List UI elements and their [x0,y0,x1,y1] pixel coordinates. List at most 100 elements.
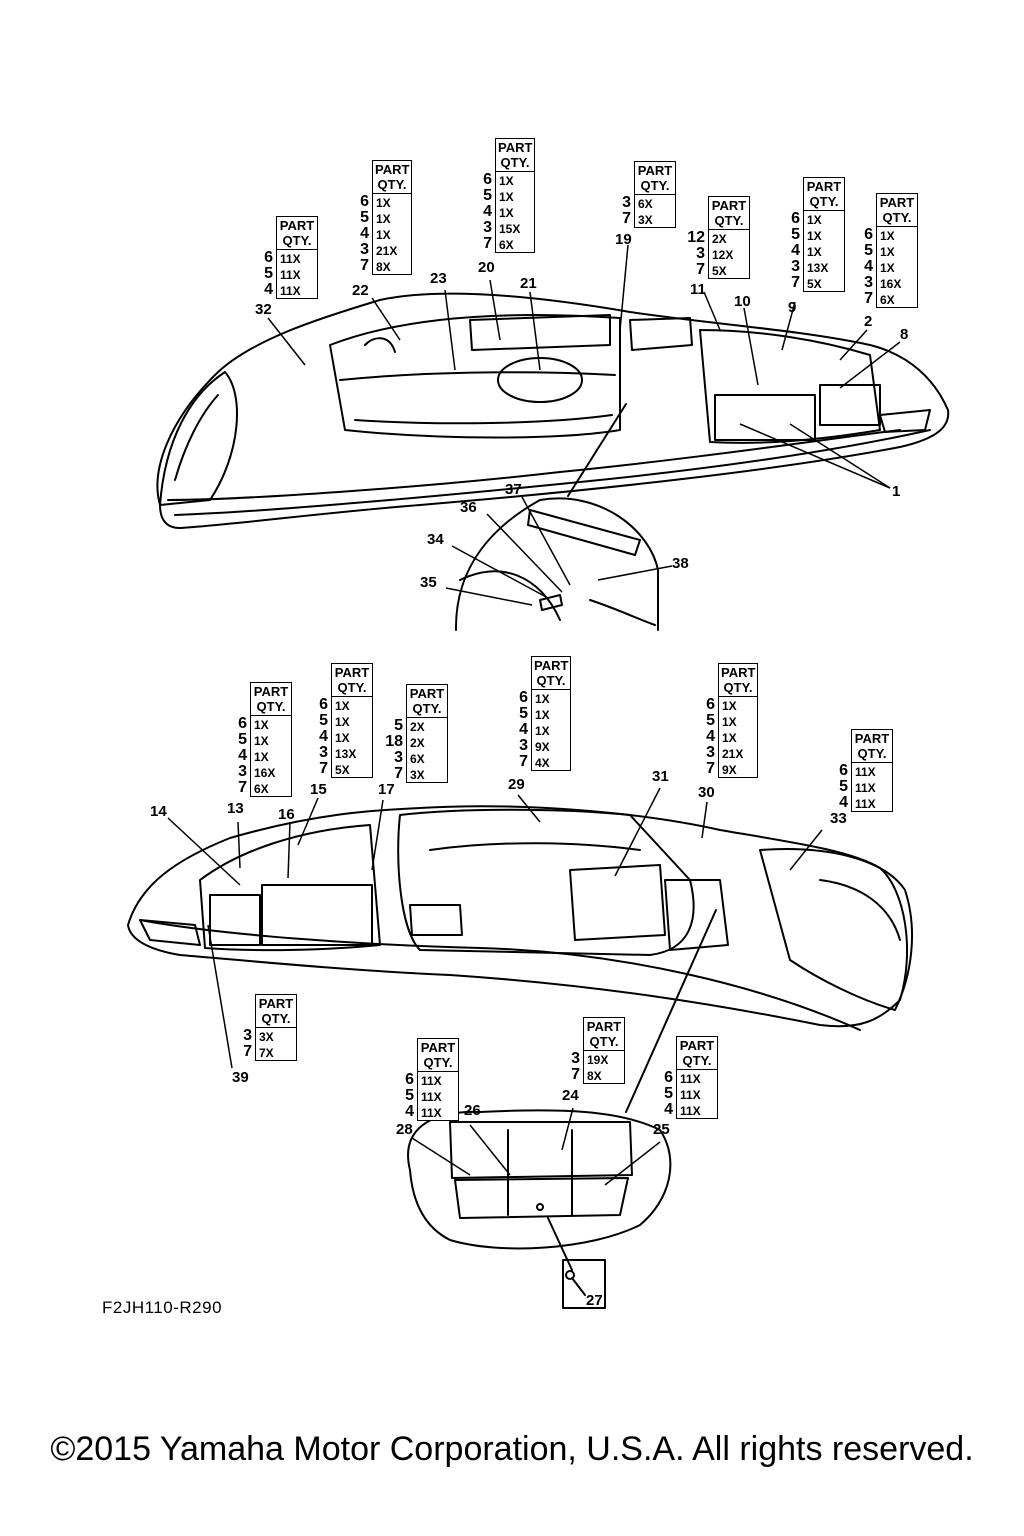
callout-9: 9 [788,299,797,316]
part-number: 6 [519,689,528,706]
quantity-value: 5X [712,264,727,278]
header-qty: QTY. [282,233,312,248]
part-number: 4 [483,203,492,220]
quantity-value: 2X [410,736,425,750]
part-number: 5 [405,1087,414,1104]
quantity-value: 6X [880,293,895,307]
callout-29: 29 [508,776,525,793]
quantity-value: 3X [638,213,653,227]
part-number: 3 [571,1050,580,1067]
callout-1: 1 [892,483,901,500]
quantity-value: 1X [722,715,737,729]
part-number: 5 [706,712,715,729]
part-number: 5 [519,705,528,722]
header-part: PART [409,686,445,701]
quantity-value: 1X [535,692,550,706]
header-part: PART [637,163,673,178]
callout-17: 17 [378,781,395,798]
quantity-value: 13X [807,261,829,275]
quantity-value: 11X [680,1072,701,1086]
callout-21: 21 [520,275,537,292]
qty-row: 7 3X [622,211,675,228]
callout-25: 25 [653,1121,670,1138]
quantity-value: 11X [421,1090,442,1104]
part-number: 3 [238,763,247,780]
quantity-value: 5X [807,277,822,291]
part-number: 3 [696,245,705,262]
part-number: 7 [622,210,631,227]
quantity-value: 2X [410,720,425,734]
part-number: 7 [394,765,403,782]
callout-16: 16 [278,806,295,823]
header-part: PART [279,218,315,233]
callout-38: 38 [672,555,689,572]
callout-22: 22 [352,282,369,299]
quantity-value: 1X [722,699,737,713]
qty-row: 3 6X [394,750,447,767]
header-part: PART [711,198,747,213]
part-number: 4 [264,281,273,298]
callout-37: 37 [505,481,522,498]
part-number: 3 [394,749,403,766]
diagram-code: F2JH110-R290 [102,1298,223,1317]
header-qty: QTY. [412,701,442,716]
quantity-value: 1X [254,718,269,732]
callout-35: 35 [420,574,437,591]
quantity-value: 1X [335,731,350,745]
header-part: PART [854,731,890,746]
part-number: 3 [706,744,715,761]
quantity-value: 1X [807,213,822,227]
quantity-value: 6X [638,197,653,211]
quantity-value: 1X [535,724,550,738]
quantity-value: 1X [880,245,895,259]
part-number: 7 [571,1066,580,1083]
part-number: 6 [264,249,273,266]
quantity-value: 13X [335,747,357,761]
quantity-value: 6X [410,752,425,766]
quantity-value: 1X [254,750,269,764]
callout-14: 14 [150,803,167,820]
quantity-value: 1X [880,261,895,275]
part-number: 4 [319,728,328,745]
